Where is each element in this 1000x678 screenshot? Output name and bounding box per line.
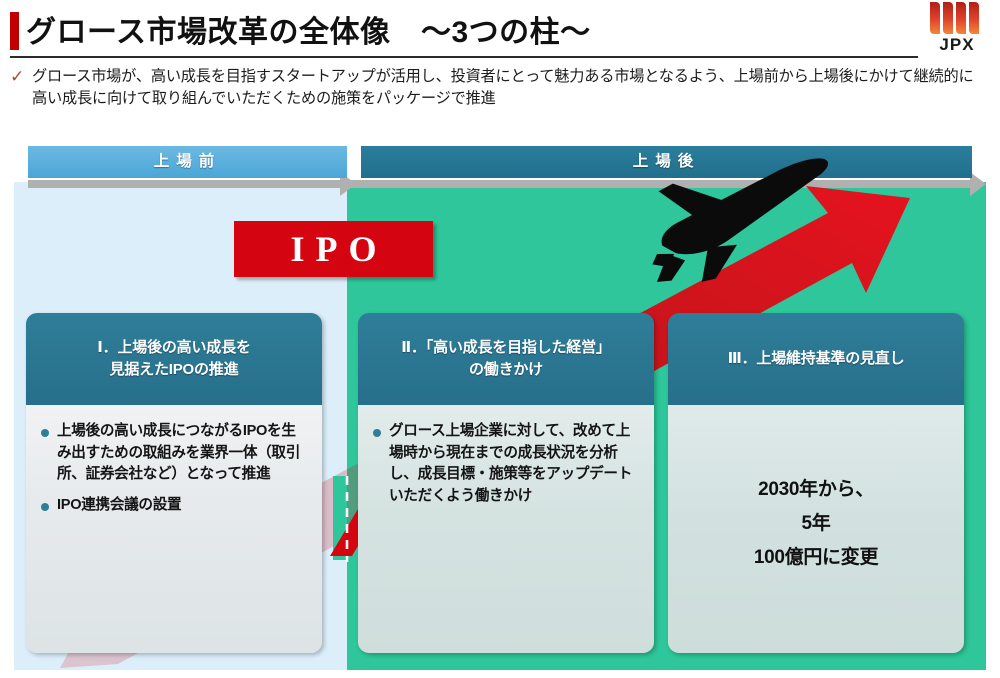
value-line: 2030年から、	[758, 479, 874, 500]
pillar-card-1-body: 上場後の高い成長につながるIPOを生み出すための取組みを業界一体（取引所、証券会…	[26, 405, 322, 653]
pillar-card-1[interactable]: Ⅰ．上場後の高い成長を 見据えたIPOの推進 上場後の高い成長につながるIPOを…	[26, 313, 322, 653]
band-post-listing: 上場後	[361, 146, 972, 178]
logo-bar-1	[930, 2, 940, 34]
band-pre-listing: 上場前	[28, 146, 347, 178]
list-item: IPO連携会議の設置	[40, 495, 308, 517]
pillar-card-2-body: グロース上場企業に対して、改めて上場時から現在までの成長状況を分析し、成長目標・…	[358, 405, 654, 653]
pillar-card-1-heading: Ⅰ．上場後の高い成長を 見据えたIPOの推進	[97, 339, 251, 378]
ipo-badge: IPO	[234, 221, 433, 277]
pillar-card-3-heading: Ⅲ．上場維持基準の見直し	[727, 350, 905, 367]
page-title: グロース市場改革の全体像 ～3つの柱～	[26, 16, 591, 49]
pillar-card-3-values: 2030年から、 5年 100億円に変更	[682, 421, 950, 575]
pillar-card-3-header: Ⅲ．上場維持基準の見直し	[668, 313, 964, 405]
pillar-card-2-bullets: グロース上場企業に対して、改めて上場時から現在までの成長状況を分析し、成長目標・…	[372, 421, 640, 507]
title-accent-bar	[10, 12, 19, 50]
lead-paragraph: ✓ グロース市場が、高い成長を目指すスタートアップが活用し、投資者にとって魅力あ…	[10, 66, 988, 110]
check-icon: ✓	[10, 67, 25, 86]
ipo-badge-label: IPO	[290, 229, 388, 269]
list-item: グロース上場企業に対して、改めて上場時から現在までの成長状況を分析し、成長目標・…	[372, 421, 640, 507]
value-line: 5年	[801, 513, 831, 534]
logo-bar-3	[956, 2, 966, 34]
jpx-logo-icon	[930, 2, 986, 34]
pillar-card-2-header: Ⅱ．「高い成長を目指した経営」 の働きかけ	[358, 313, 654, 405]
lead-text: グロース市場が、高い成長を目指すスタートアップが活用し、投資者にとって魅力ある市…	[32, 68, 974, 107]
pillar-card-3[interactable]: Ⅲ．上場維持基準の見直し 2030年から、 5年 100億円に変更	[668, 313, 964, 653]
list-item: 上場後の高い成長につながるIPOを生み出すための取組みを業界一体（取引所、証券会…	[40, 421, 308, 486]
timeline-arrow-end-icon	[970, 172, 986, 196]
pillar-card-3-body: 2030年から、 5年 100億円に変更	[668, 405, 964, 653]
logo-bar-4	[969, 2, 979, 34]
band-pre-listing-label: 上場前	[153, 153, 222, 170]
jpx-logo: JPX	[926, 2, 988, 54]
logo-bar-2	[943, 2, 953, 34]
value-line: 100億円に変更	[753, 547, 879, 568]
pillar-card-1-header: Ⅰ．上場後の高い成長を 見据えたIPOの推進	[26, 313, 322, 405]
pillar-card-2-heading: Ⅱ．「高い成長を目指した経営」 の働きかけ	[401, 339, 611, 378]
title-divider	[10, 56, 918, 58]
pillar-card-1-bullets: 上場後の高い成長につながるIPOを生み出すための取組みを業界一体（取引所、証券会…	[40, 421, 308, 516]
band-post-listing-label: 上場後	[632, 153, 701, 170]
jpx-logo-text: JPX	[939, 35, 975, 54]
timeline-rule	[28, 180, 972, 188]
pillar-card-2[interactable]: Ⅱ．「高い成長を目指した経営」 の働きかけ グロース上場企業に対して、改めて上場…	[358, 313, 654, 653]
slide-header: グロース市場改革の全体像 ～3つの柱～	[0, 8, 1000, 56]
